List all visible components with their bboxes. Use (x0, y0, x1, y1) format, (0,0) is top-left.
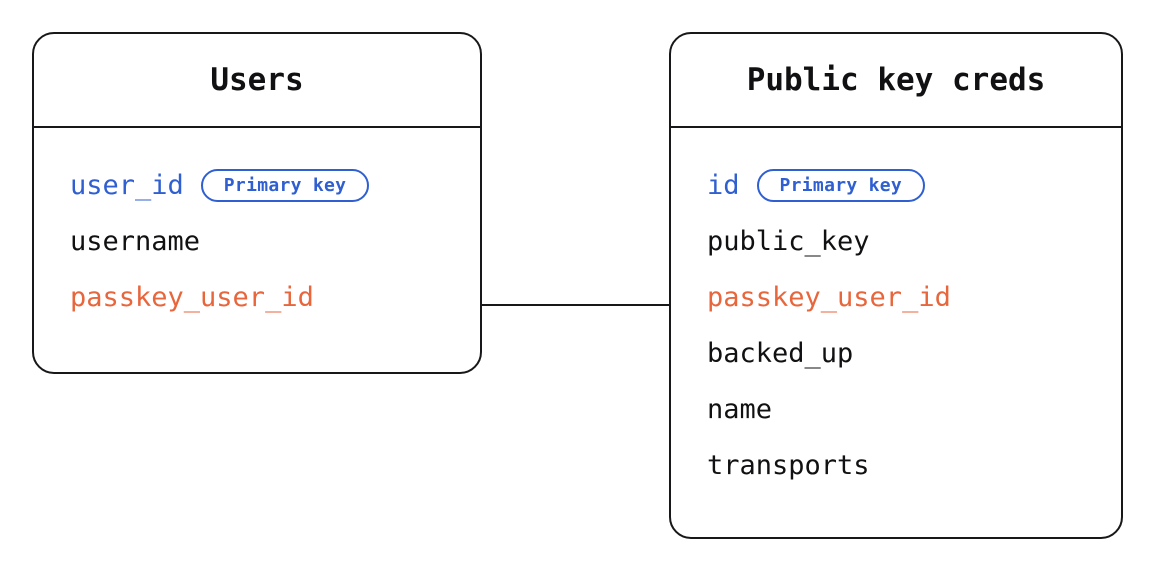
field-row[interactable]: public_key (671, 225, 1121, 258)
primary-key-badge: Primary key (756, 169, 926, 202)
field-list-users: user_id Primary key username passkey_use… (34, 127, 480, 337)
field-name-backed-up: backed_up (707, 338, 854, 369)
field-name-username: username (70, 226, 201, 257)
entity-title-users: Users (210, 62, 304, 98)
field-row[interactable]: username (34, 225, 480, 258)
field-row[interactable]: transports (671, 449, 1121, 482)
relationship-connector-line (481, 304, 670, 306)
entity-title-public-key-creds: Public key creds (746, 62, 1046, 98)
field-name-public-key: public_key (707, 226, 870, 257)
entity-header-divider (34, 126, 480, 128)
entity-box-public-key-creds[interactable]: Public key creds id Primary key public_k… (669, 32, 1123, 539)
field-list-public-key-creds: id Primary key public_key passkey_user_i… (671, 127, 1121, 505)
field-name-user-id: user_id (70, 170, 184, 201)
field-name-id: id (707, 170, 740, 201)
entity-box-users[interactable]: Users user_id Primary key username passk… (32, 32, 482, 374)
entity-header-divider (671, 126, 1121, 128)
field-name-passkey-user-id: passkey_user_id (707, 282, 951, 313)
field-row[interactable]: id Primary key (671, 169, 1121, 202)
primary-key-badge: Primary key (200, 169, 370, 202)
field-row[interactable]: backed_up (671, 337, 1121, 370)
field-row[interactable]: passkey_user_id (34, 281, 480, 314)
field-row[interactable]: name (671, 393, 1121, 426)
field-row[interactable]: passkey_user_id (671, 281, 1121, 314)
field-name-passkey-user-id: passkey_user_id (70, 282, 314, 313)
field-row[interactable]: user_id Primary key (34, 169, 480, 202)
field-name-name: name (707, 394, 773, 425)
field-name-transports: transports (707, 450, 870, 481)
